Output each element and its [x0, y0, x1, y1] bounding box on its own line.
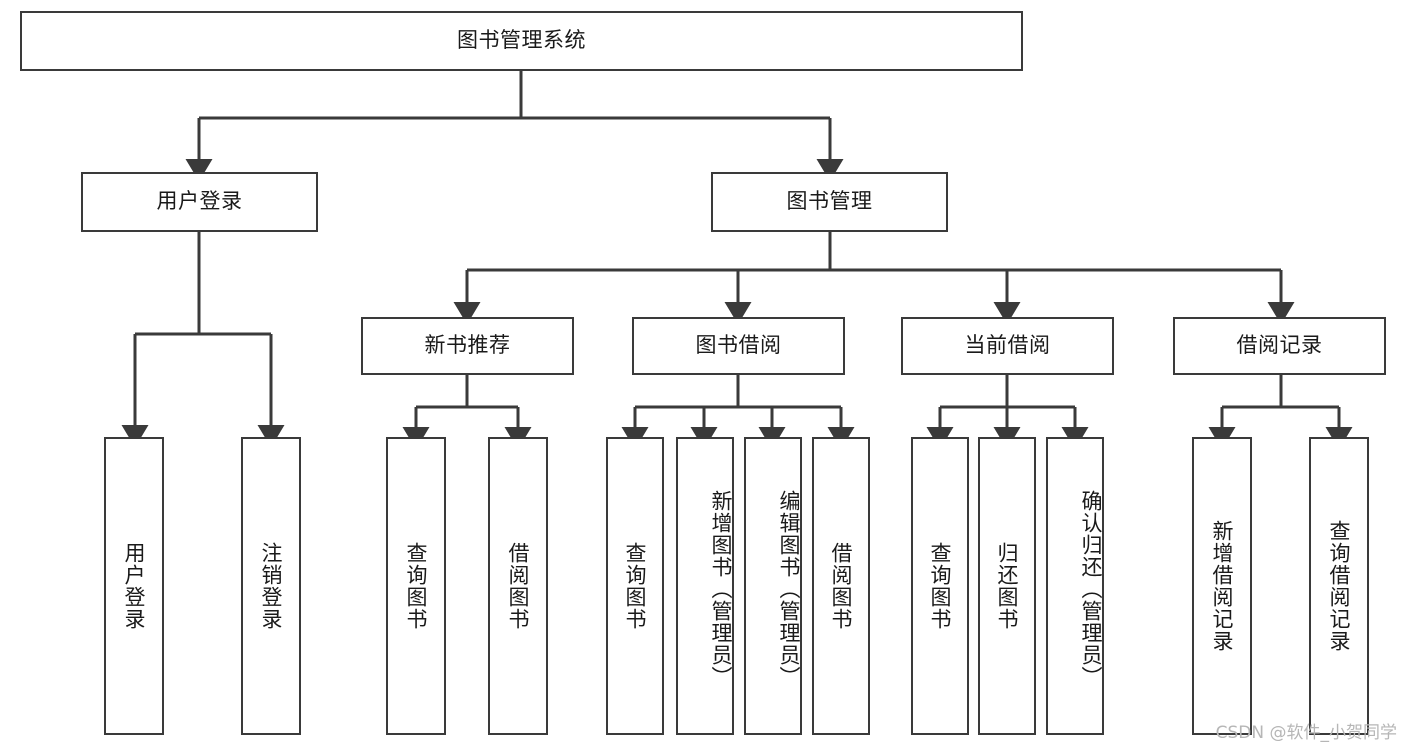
node-leaf-query-book-1[interactable]: 查询图书 — [386, 437, 446, 735]
watermark: CSDN @软件_小贺同学 — [1215, 723, 1397, 743]
node-new-book-recommend[interactable]: 新书推荐 — [361, 317, 574, 375]
node-leaf-logout[interactable]: 注销登录 — [241, 437, 301, 735]
node-leaf-query-book-3[interactable]: 查询图书 — [911, 437, 969, 735]
node-leaf-query-book-3-label: 查询图书 — [928, 542, 953, 630]
node-leaf-query-record-label: 查询借阅记录 — [1327, 520, 1352, 652]
node-leaf-return-book[interactable]: 归还图书 — [978, 437, 1036, 735]
node-leaf-borrow-book-2-label: 借阅图书 — [829, 542, 854, 630]
node-leaf-confirm-return-label: 确认归还（管理员） — [1079, 490, 1103, 688]
node-user-login-label: 用户登录 — [156, 189, 243, 214]
node-leaf-query-book-1-label: 查询图书 — [404, 542, 429, 630]
node-book-management[interactable]: 图书管理 — [711, 172, 948, 232]
node-leaf-borrow-book-2[interactable]: 借阅图书 — [812, 437, 870, 735]
node-leaf-user-login-label: 用户登录 — [122, 542, 147, 630]
node-user-login[interactable]: 用户登录 — [81, 172, 318, 232]
node-leaf-add-record[interactable]: 新增借阅记录 — [1192, 437, 1252, 735]
node-leaf-add-record-label: 新增借阅记录 — [1210, 520, 1235, 652]
node-leaf-user-login[interactable]: 用户登录 — [104, 437, 164, 735]
node-leaf-query-record[interactable]: 查询借阅记录 — [1309, 437, 1369, 735]
node-root-label: 图书管理系统 — [457, 28, 586, 53]
node-leaf-borrow-book-1[interactable]: 借阅图书 — [488, 437, 548, 735]
node-leaf-logout-label: 注销登录 — [259, 542, 284, 630]
node-leaf-edit-book[interactable]: 编辑图书（管理员） — [744, 437, 802, 735]
node-new-book-recommend-label: 新书推荐 — [424, 333, 511, 358]
node-root[interactable]: 图书管理系统 — [20, 11, 1023, 71]
node-leaf-return-book-label: 归还图书 — [995, 542, 1020, 630]
node-book-borrow[interactable]: 图书借阅 — [632, 317, 845, 375]
node-current-borrow[interactable]: 当前借阅 — [901, 317, 1114, 375]
node-leaf-borrow-book-1-label: 借阅图书 — [506, 542, 531, 630]
node-current-borrow-label: 当前借阅 — [964, 333, 1051, 358]
node-borrow-record-label: 借阅记录 — [1236, 333, 1323, 358]
node-leaf-edit-book-label: 编辑图书（管理员） — [777, 490, 801, 688]
node-leaf-confirm-return[interactable]: 确认归还（管理员） — [1046, 437, 1104, 735]
node-book-borrow-label: 图书借阅 — [695, 333, 782, 358]
node-leaf-query-book-2-label: 查询图书 — [623, 542, 648, 630]
node-leaf-query-book-2[interactable]: 查询图书 — [606, 437, 664, 735]
node-book-management-label: 图书管理 — [786, 189, 873, 214]
node-leaf-add-book-label: 新增图书（管理员） — [709, 490, 733, 688]
node-leaf-add-book[interactable]: 新增图书（管理员） — [676, 437, 734, 735]
node-borrow-record[interactable]: 借阅记录 — [1173, 317, 1386, 375]
